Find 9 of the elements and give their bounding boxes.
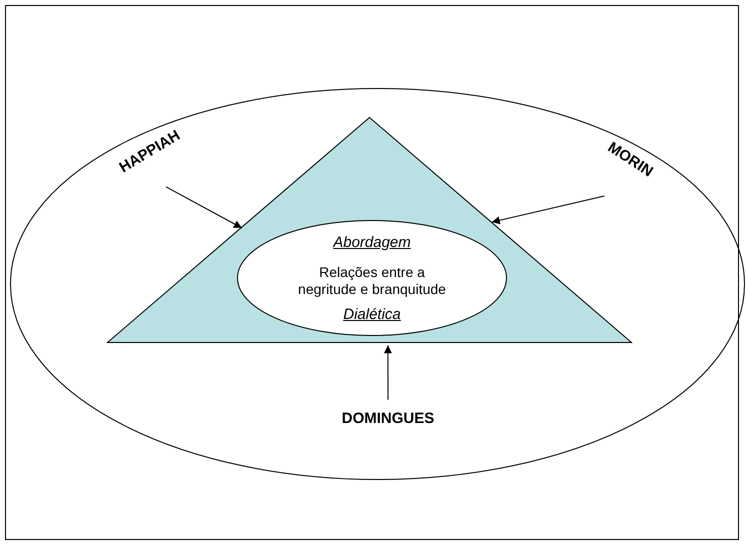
arrow [384,344,392,400]
arrow [166,186,242,228]
author-label: DOMINGUES [330,407,446,431]
arrow [491,196,605,224]
ellipse-text: Relações entre a negritude e branquitude [297,264,447,298]
ellipse-heading: Abordagem [332,234,412,251]
outer-ellipse [10,88,745,480]
inner-ellipse [237,220,507,336]
ellipse-footer: Dialética [237,306,507,323]
